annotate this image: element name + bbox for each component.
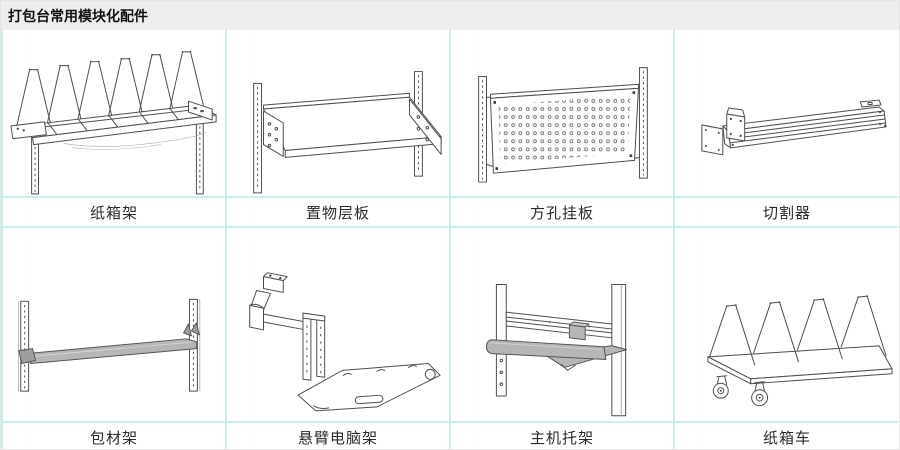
product-cell-carton-cart: 纸箱车: [675, 228, 899, 449]
product-cell-cutter: 切割器: [675, 30, 899, 228]
product-cell-cantilever-computer-arm: 悬臂电脑架: [227, 228, 451, 449]
cutter-drawing: [701, 99, 887, 156]
product-label: 切割器: [675, 196, 899, 226]
product-cell-pegboard: 方孔挂板: [451, 30, 675, 228]
cantilever-computer-arm-drawing: [249, 272, 441, 412]
shelf-board-drawing: [253, 71, 442, 194]
product-label: 主机托架: [451, 421, 673, 449]
product-label: 纸箱车: [675, 421, 899, 449]
cpu-bracket-drawing: [486, 284, 628, 417]
product-label: 置物层板: [227, 196, 449, 226]
product-grid: 纸箱架: [1, 30, 899, 449]
product-label: 包材架: [3, 421, 225, 449]
pegboard-panel-drawing: [478, 67, 648, 183]
product-label: 纸箱架: [3, 196, 225, 226]
section-title: 打包台常用模块化配件: [1, 1, 899, 30]
product-cell-shelf-board: 置物层板: [227, 30, 451, 228]
product-cell-carton-rack: 纸箱架: [3, 30, 227, 228]
product-cell-packing-material-rack: 包材架: [3, 228, 227, 449]
packing-material-rack-drawing: [17, 298, 201, 392]
carton-rack-drawing: [10, 50, 217, 195]
product-label: 悬臂电脑架: [227, 421, 449, 449]
product-cell-cpu-bracket: 主机托架: [451, 228, 675, 449]
product-label: 方孔挂板: [451, 196, 673, 226]
carton-cart-drawing: [707, 295, 893, 407]
